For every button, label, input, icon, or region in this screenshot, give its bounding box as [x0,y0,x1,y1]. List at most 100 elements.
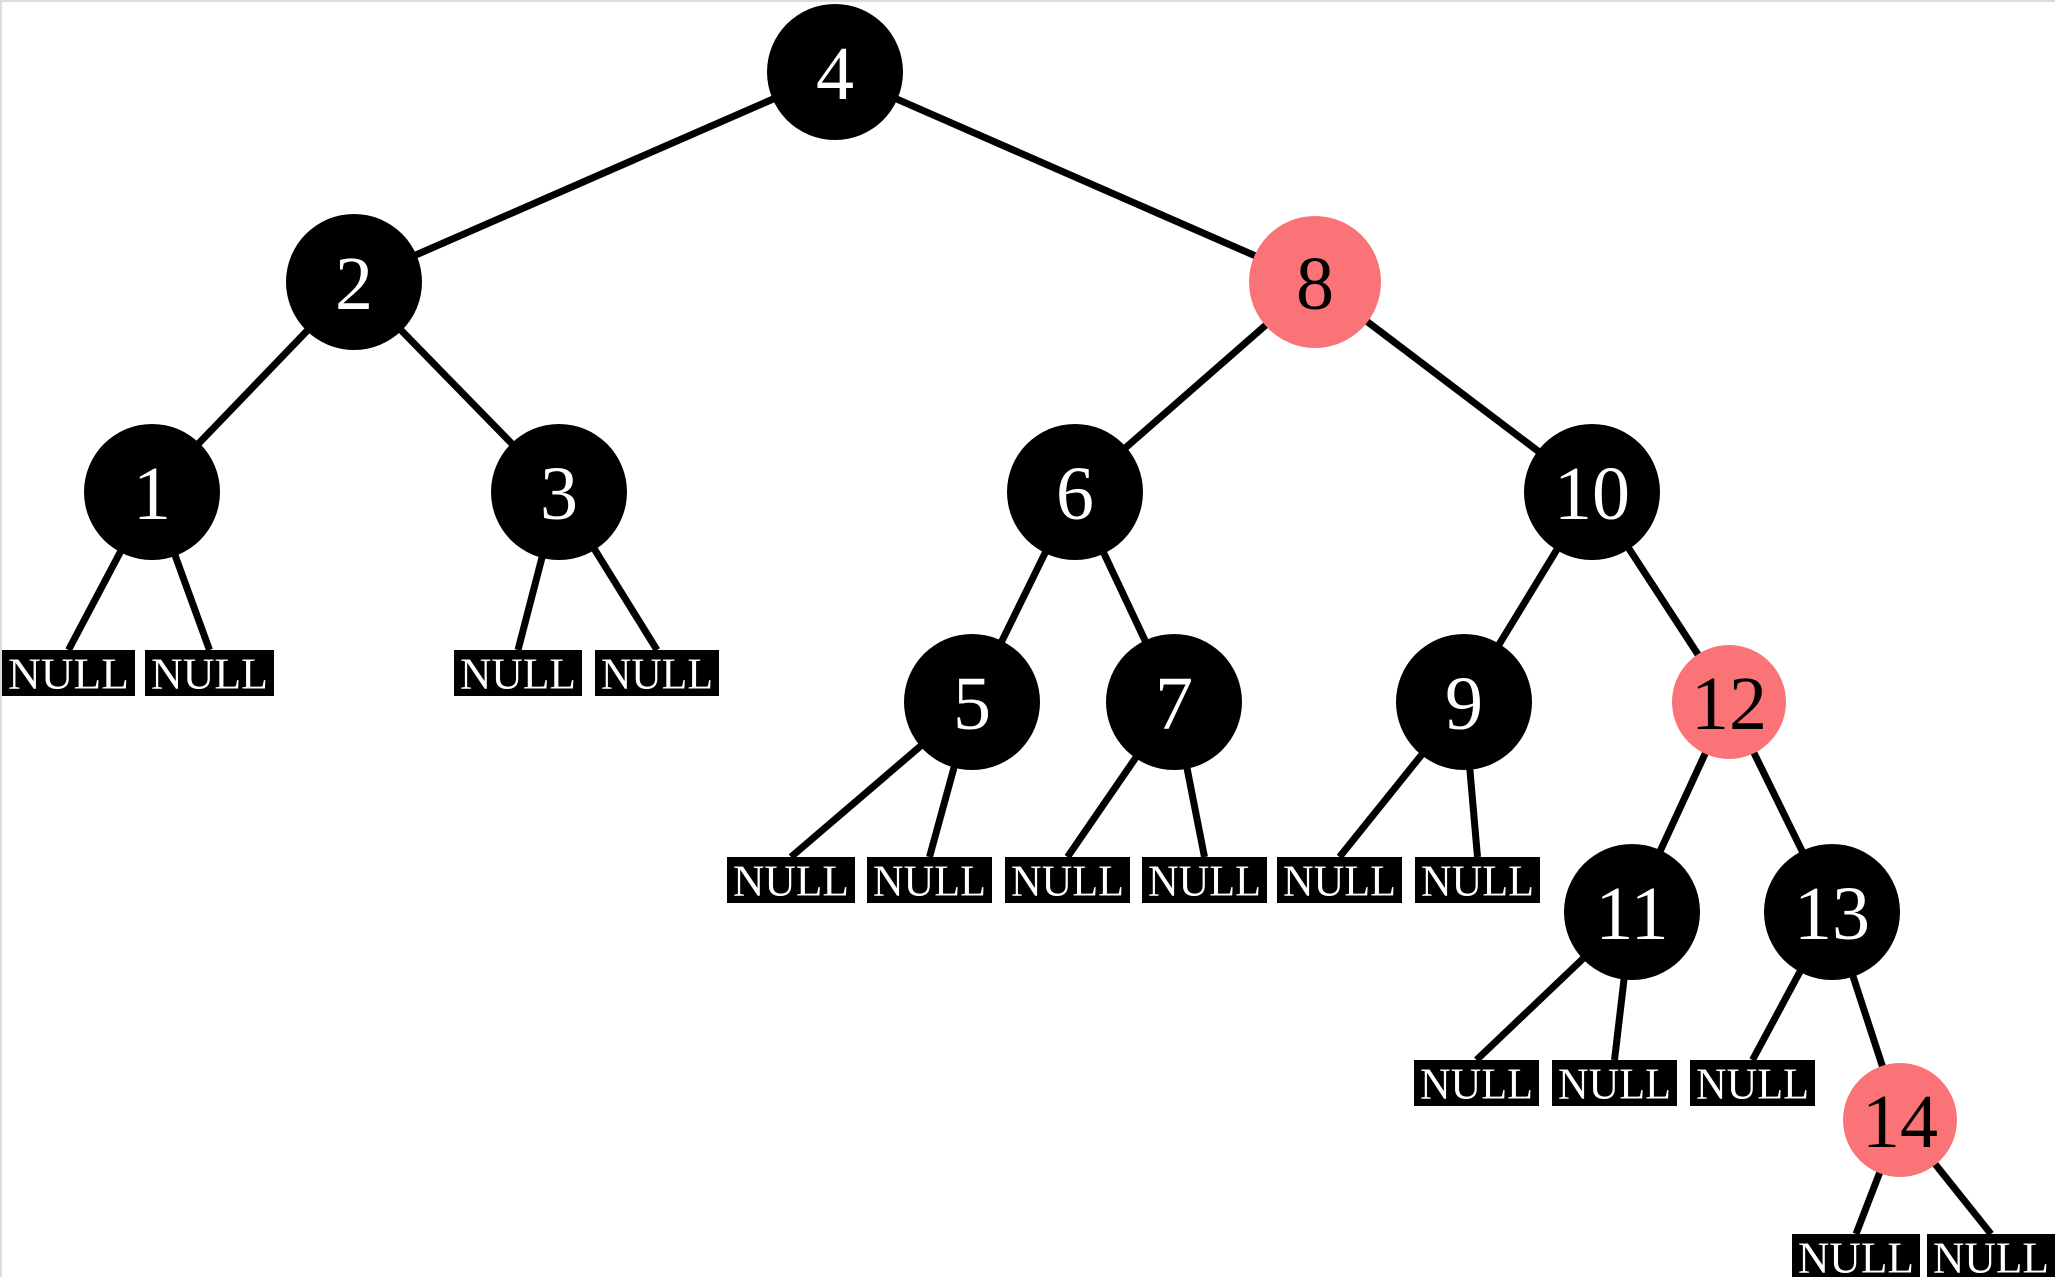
null-leaf-label: NULL [8,650,129,699]
tree-edge-n3-null4 [590,545,660,652]
node-circle-red[interactable] [1672,645,1786,759]
tree-edge-n8-n10 [1363,317,1543,456]
node-value-label: 5 [953,662,991,746]
null-leaf-box [1792,1234,1920,1277]
null-leaf-box [1552,1060,1677,1106]
null-leaf-label: NULL [1283,857,1396,906]
tree-edge-n9-null10 [1466,766,1481,858]
null-leaf: NULL [1690,1060,1815,1109]
node-value-label: 6 [1056,452,1094,536]
node-circle-black[interactable] [491,424,627,560]
tree-edge-n1-null2 [171,552,213,652]
null-leaf: NULL [1552,1060,1677,1109]
node-circle-black[interactable] [767,4,903,140]
tree-edge-n11-null12 [1611,976,1628,1061]
tree-edge-n10-n9 [1494,545,1562,649]
node-value-label: 11 [1595,872,1668,956]
tree-edge-n5-null5 [788,741,925,860]
node-circle-black[interactable] [904,634,1040,770]
tree-edge-n2-n3 [397,326,516,448]
null-leaf: NULL [145,650,274,699]
null-leaf-box [2,650,135,696]
node-circle-black[interactable] [1564,844,1700,980]
null-leaf-label: NULL [1420,1060,1533,1109]
tree-edge-n3-null3 [514,554,546,651]
null-leaf-box [727,857,855,903]
node-value-label: 10 [1554,452,1630,536]
node-value-label: 7 [1155,662,1193,746]
null-leaf-label: NULL [460,650,576,699]
null-leaf-box [1415,857,1540,903]
null-leaf-label: NULL [601,650,713,699]
null-leaf-label: NULL [1798,1234,1914,1277]
tree-edge-n5-null6 [926,764,959,858]
tree-node-12[interactable]: 12 [1672,645,1786,759]
null-leaf-label: NULL [1148,857,1261,906]
tree-node-1[interactable]: 1 [84,424,220,560]
node-circle-black[interactable] [84,424,220,560]
tree-node-10[interactable]: 10 [1524,424,1660,560]
tree-edge-n4-n8 [893,94,1259,260]
tree-edge-n9-null9 [1336,750,1426,860]
null-leaf: NULL [1005,857,1130,906]
tree-node-5[interactable]: 5 [904,634,1040,770]
node-circle-black[interactable] [1106,634,1242,770]
tree-edge-n4-n2 [412,94,777,260]
null-leaf-label: NULL [1696,1060,1809,1109]
node-value-label: 13 [1794,872,1870,956]
node-value-label: 1 [133,452,171,536]
null-leaf-box [1414,1060,1539,1106]
node-circle-red[interactable] [1843,1063,1957,1177]
tree-edge-n8-n6 [1121,321,1270,452]
null-leaf-label: NULL [151,650,268,699]
tree-edge-n6-n5 [997,549,1050,645]
node-value-label: 14 [1862,1080,1938,1164]
tree-edge-n13-null13 [1749,967,1805,1062]
tree-node-4[interactable]: 4 [767,4,903,140]
tree-node-2[interactable]: 2 [286,214,422,350]
node-value-label: 9 [1445,662,1483,746]
null-leaf-label: NULL [733,857,849,906]
null-leaf: NULL [1142,857,1267,906]
null-leaf: NULL [1414,1060,1539,1109]
null-leaf-box [1690,1060,1815,1106]
node-circle-black[interactable] [286,214,422,350]
node-circle-black[interactable] [1007,424,1143,560]
tree-node-7[interactable]: 7 [1106,634,1242,770]
tree-edge-n14-null15 [1931,1160,1994,1237]
tree-node-14[interactable]: 14 [1843,1063,1957,1177]
tree-node-9[interactable]: 9 [1396,634,1532,770]
null-leaf-box [1927,1234,2055,1277]
tree-node-8[interactable]: 8 [1249,216,1381,348]
null-leaf: NULL [867,857,992,906]
null-leaf: NULL [2,650,135,699]
tree-node-6[interactable]: 6 [1007,424,1143,560]
tree-node-3[interactable]: 3 [491,424,627,560]
null-leaf-box [1142,857,1267,903]
node-circle-black[interactable] [1764,844,1900,980]
tree-node-13[interactable]: 13 [1764,844,1900,980]
edges-layer [65,94,1994,1237]
node-circle-red[interactable] [1249,216,1381,348]
node-circle-black[interactable] [1524,424,1660,560]
tree-edge-n1-null1 [65,548,125,652]
null-leaf: NULL [454,650,582,699]
tree-edge-n2-n1 [194,326,312,448]
tree-node-11[interactable]: 11 [1564,844,1700,980]
tree-edge-n7-null8 [1183,765,1208,858]
null-leaf-label: NULL [1558,1060,1671,1109]
tree-edge-n7-null7 [1064,753,1140,859]
node-value-label: 2 [335,242,373,326]
null-leaf: NULL [1415,857,1540,906]
node-value-label: 8 [1296,242,1334,326]
null-leaf: NULL [1792,1234,1920,1277]
node-value-label: 3 [540,452,578,536]
null-leaf-box [1277,857,1402,903]
node-circle-black[interactable] [1396,634,1532,770]
node-value-label: 12 [1691,662,1767,746]
tree-edge-n11-null11 [1474,954,1588,1063]
tree-edge-n12-n11 [1656,750,1710,855]
